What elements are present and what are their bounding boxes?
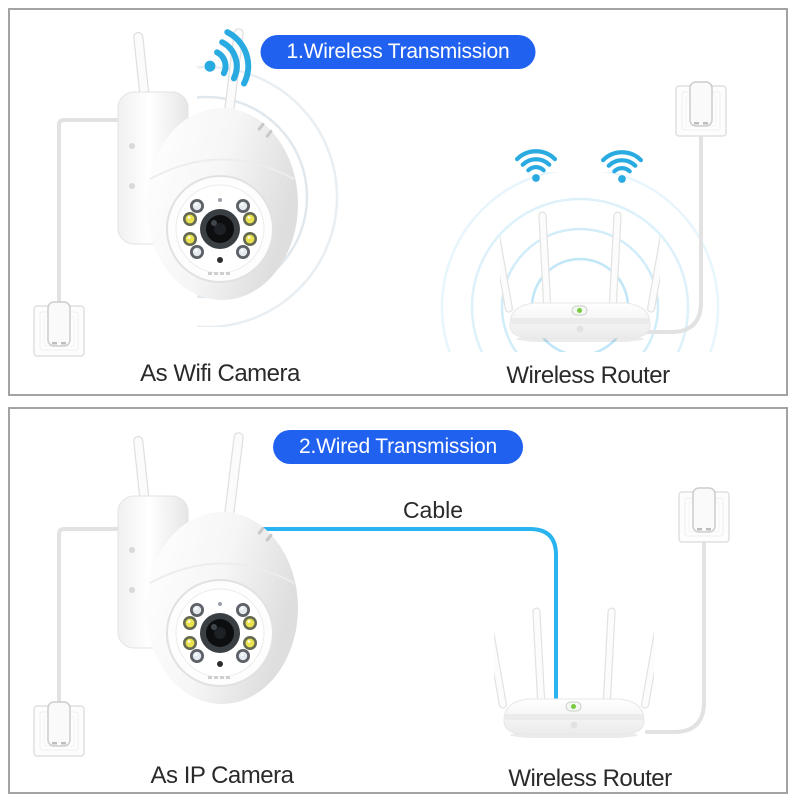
- wifi-signal-icon: [515, 144, 557, 184]
- network-cable: [248, 527, 558, 704]
- power-cables: [57, 118, 703, 334]
- wall-outlet-plug: [32, 698, 86, 760]
- section-title-badge: 1.Wireless Transmission: [260, 35, 536, 69]
- router-label: Wireless Router: [508, 765, 672, 792]
- cable-label: Cable: [402, 497, 464, 523]
- panel-wired-transmission: 2.Wired Transmission Cable As IP Camera …: [8, 407, 788, 794]
- camera-power-cable: [57, 527, 124, 704]
- wall-outlet-plug: [674, 78, 728, 140]
- wireless-router: [500, 192, 660, 342]
- section-title: 1.Wireless Transmission: [286, 40, 510, 63]
- section-title: 2.Wired Transmission: [299, 435, 497, 458]
- wifi-signal-icon: [601, 145, 643, 185]
- wireless-router: [494, 588, 654, 738]
- camera-label: As Wifi Camera: [140, 360, 300, 387]
- wall-outlet-plug: [32, 298, 86, 360]
- section-title-badge: 2.Wired Transmission: [273, 430, 523, 464]
- router-power-cable: [642, 120, 703, 334]
- router-power-cable: [645, 526, 706, 734]
- camera-label: As IP Camera: [150, 762, 294, 789]
- cables: [57, 526, 706, 734]
- wall-outlet-plug: [677, 484, 731, 546]
- router-label: Wireless Router: [506, 362, 670, 389]
- camera-power-cable: [57, 118, 124, 306]
- ptz-wifi-camera: [110, 418, 300, 718]
- panel-wireless-transmission: 1.Wireless Transmission As Wifi Camera W…: [8, 8, 788, 396]
